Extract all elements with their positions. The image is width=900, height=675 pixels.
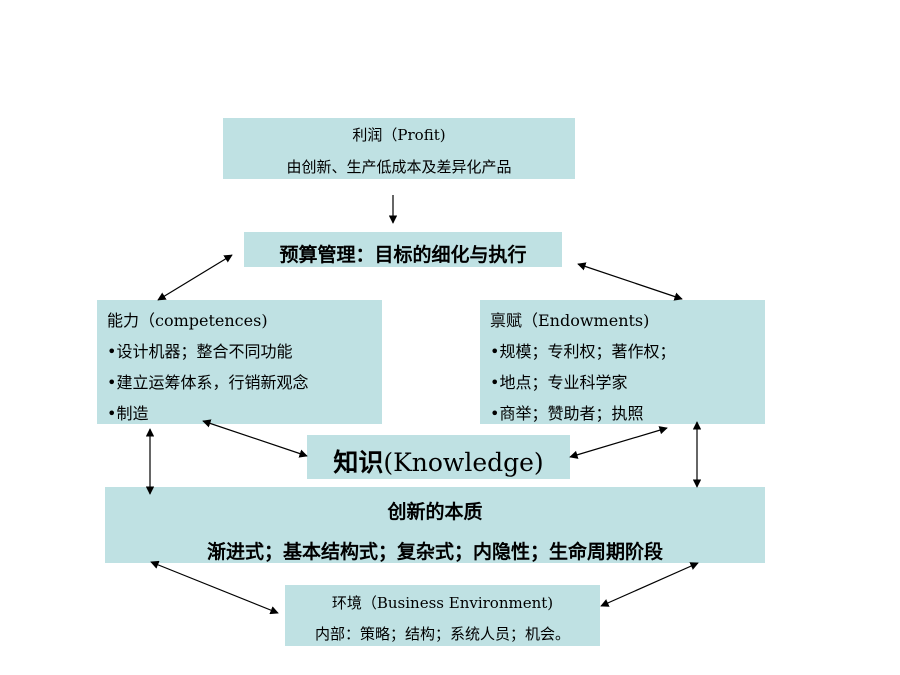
- profit-box: 利润（Profit) 由创新、生产低成本及差异化产品: [223, 118, 575, 179]
- innovation-title: 创新的本质: [387, 501, 483, 523]
- innovation-subtitle: 渐进式；基本结构式；复杂式；内隐性；生命周期阶段: [206, 541, 663, 563]
- arrow-innovation-environment-right: [600, 562, 699, 607]
- knowledge-label: 知识(Knowledge): [307, 443, 570, 479]
- environment-title: 环境（Business Environment): [331, 594, 554, 612]
- competences-item: •设计机器；整合不同功能: [107, 342, 293, 361]
- competences-title: 能力（competences): [107, 311, 268, 330]
- arrow-budget-competences: [157, 254, 233, 301]
- endowments-title: 禀赋（Endowments): [490, 311, 650, 330]
- arrow-budget-endowments: [577, 262, 683, 301]
- competences-item: •建立运筹体系，行销新观念: [107, 373, 309, 392]
- profit-title: 利润（Profit): [352, 126, 446, 144]
- competences-item: •制造: [107, 404, 149, 423]
- arrow-competences-knowledge: [202, 419, 308, 458]
- endowments-item: •地点；专业科学家: [490, 373, 628, 392]
- profit-subtitle: 由创新、生产低成本及差异化产品: [286, 158, 512, 176]
- endowments-item: •商举；赞助者；执照: [490, 404, 644, 423]
- competences-box: 能力（competences) •设计机器；整合不同功能 •建立运筹体系，行销新…: [97, 300, 382, 424]
- endowments-box: 禀赋（Endowments) •规模；专利权；著作权； •地点；专业科学家 •商…: [480, 300, 765, 424]
- arrow-knowledge-endowments: [569, 426, 668, 459]
- knowledge-label-cn: 知识: [333, 448, 384, 477]
- knowledge-label-en: (Knowledge): [383, 448, 544, 477]
- arrow-innovation-environment-left: [150, 560, 279, 615]
- innovation-box: 创新的本质 渐进式；基本结构式；复杂式；内隐性；生命周期阶段: [105, 487, 765, 563]
- knowledge-box: 知识(Knowledge): [307, 435, 570, 479]
- environment-box: 环境（Business Environment) 内部：策略；结构；系统人员；机…: [285, 585, 600, 646]
- environment-subtitle: 内部：策略；结构；系统人员；机会。: [314, 625, 570, 643]
- endowments-item: •规模；专利权；著作权；: [490, 342, 676, 361]
- budget-label: 预算管理：目标的细化与执行: [279, 244, 527, 266]
- budget-box: 预算管理：目标的细化与执行: [244, 232, 562, 267]
